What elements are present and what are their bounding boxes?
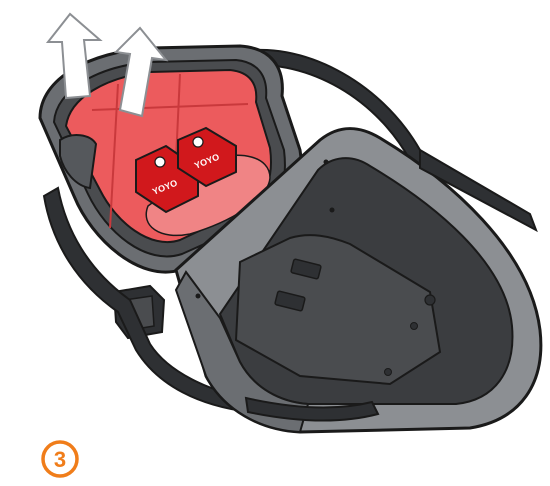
step-number: 3 bbox=[54, 447, 66, 472]
step-badge: 3 bbox=[43, 442, 77, 476]
